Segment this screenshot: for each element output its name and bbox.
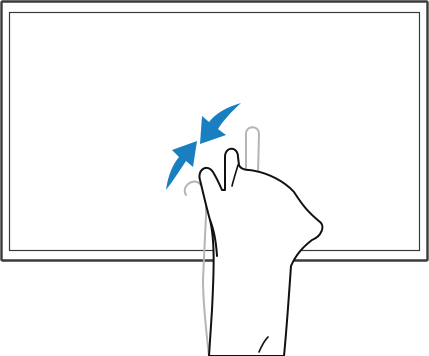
arrow-inward-icon	[200, 103, 241, 144]
ghost-index-finger	[246, 127, 259, 174]
hand-icon	[199, 149, 322, 356]
arrow-upper-right	[200, 103, 241, 144]
hand-outline	[199, 149, 322, 356]
ghost-thumb-and-wrist	[185, 182, 209, 356]
